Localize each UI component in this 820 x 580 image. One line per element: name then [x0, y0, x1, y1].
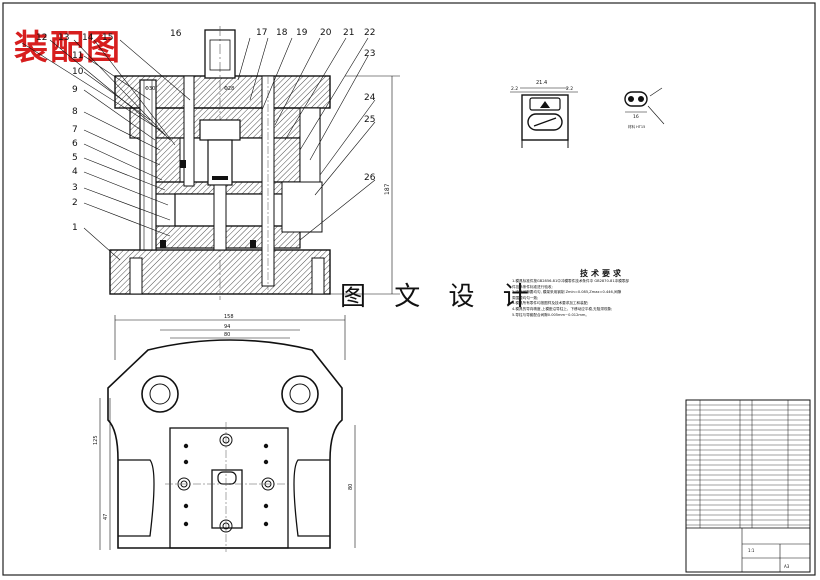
tech-req-line: 5.导柱与导套配合间隙0.005mm~0.012mm。 [512, 312, 589, 317]
svg-text:2.2: 2.2 [511, 86, 518, 92]
callout-14: 14 [82, 33, 94, 43]
callout-leaders-left [21, 39, 191, 261]
svg-text:125: 125 [93, 435, 99, 445]
technical-requirements: 技术要求 1.模具标准件按GB2856-81中冲模零件技术条件中 GB2870-… [512, 268, 692, 318]
part-detail-2: 16 材料 HT15 [624, 87, 665, 129]
height-dimension: 187 [330, 75, 400, 295]
tech-req-heading: 技术要求 [580, 269, 624, 278]
tech-req-line: 2.冲裁间隙要均匀, 模架采用钢制 Zmin=0.085,Zmax=0.446,… [512, 290, 622, 295]
plan-view: 158 94 80 125 47 80 [93, 314, 356, 552]
svg-text:2.2: 2.2 [566, 86, 573, 92]
callout-11: 11 [72, 51, 83, 61]
callout-7: 7 [72, 125, 78, 135]
callout-23: 23 [364, 49, 375, 59]
callout-17: 17 [256, 28, 267, 38]
callouts-top: 17 18 19 20 21 22 23 24 25 26 [256, 28, 376, 183]
callout-25: 25 [364, 115, 375, 125]
svg-text:材料 HT15: 材料 HT15 [628, 124, 645, 129]
callout-20: 20 [320, 28, 332, 38]
callouts-left: 12 13 14 15 16 11 10 9 8 7 6 5 4 3 2 1 [36, 29, 182, 233]
callout-leaders-right [237, 37, 376, 241]
callout-19: 19 [296, 28, 308, 38]
svg-text:1:1: 1:1 [748, 548, 755, 553]
svg-text:A3: A3 [784, 564, 790, 569]
callout-3: 3 [72, 183, 78, 193]
svg-text:158: 158 [224, 314, 234, 320]
svg-text:94: 94 [224, 324, 230, 330]
svg-text:187: 187 [384, 183, 391, 195]
callout-16: 16 [170, 29, 182, 39]
callout-9: 9 [72, 85, 78, 95]
callout-24: 24 [364, 93, 376, 103]
watermark-text: 图 文 设 计 [340, 282, 539, 312]
svg-text:16: 16 [633, 114, 639, 120]
callout-15: 15 [102, 33, 113, 43]
drawing-title: 装配图 [14, 28, 122, 68]
callout-22: 22 [364, 28, 375, 38]
title-block-text: A3 1:1 [748, 548, 790, 569]
svg-text:80: 80 [348, 484, 354, 490]
callout-10: 10 [72, 67, 84, 77]
callout-26: 26 [364, 173, 376, 183]
callout-6: 6 [72, 139, 78, 149]
part-detail-1: 21.4 2.2 2.2 [510, 80, 578, 148]
callout-2: 2 [72, 198, 78, 208]
callout-18: 18 [276, 28, 288, 38]
svg-text:47: 47 [103, 514, 109, 520]
callout-12: 12 [36, 33, 47, 43]
callout-21: 21 [343, 28, 354, 38]
tech-req-line: 3.模具所有零件均按图样及技术要求加工和装配; [512, 301, 589, 306]
tech-req-line: 件技术条件标准进行验收; [512, 284, 553, 289]
svg-text:21.4: 21.4 [536, 80, 547, 86]
tech-req-line: 周围要均匀一致; [512, 295, 539, 300]
svg-text:Φ30: Φ30 [145, 86, 155, 92]
svg-text:Φ28: Φ28 [224, 86, 234, 92]
callout-13: 13 [58, 33, 69, 43]
front-section-view: Φ30 Φ28 [109, 26, 331, 300]
svg-text:80: 80 [224, 332, 230, 338]
callout-1: 1 [72, 223, 78, 233]
callout-4: 4 [72, 167, 78, 177]
callout-5: 5 [72, 153, 78, 163]
tech-req-line: 1.模具标准件按GB2856-81中冲模零件技术条件中 GB2870-81冲模零… [512, 279, 629, 283]
tech-req-line: 4.模具的导向精度,上模座沿导柱上、下移动应平稳,无阻滞现象; [512, 306, 613, 311]
title-block [685, 399, 811, 573]
callout-8: 8 [72, 107, 78, 117]
